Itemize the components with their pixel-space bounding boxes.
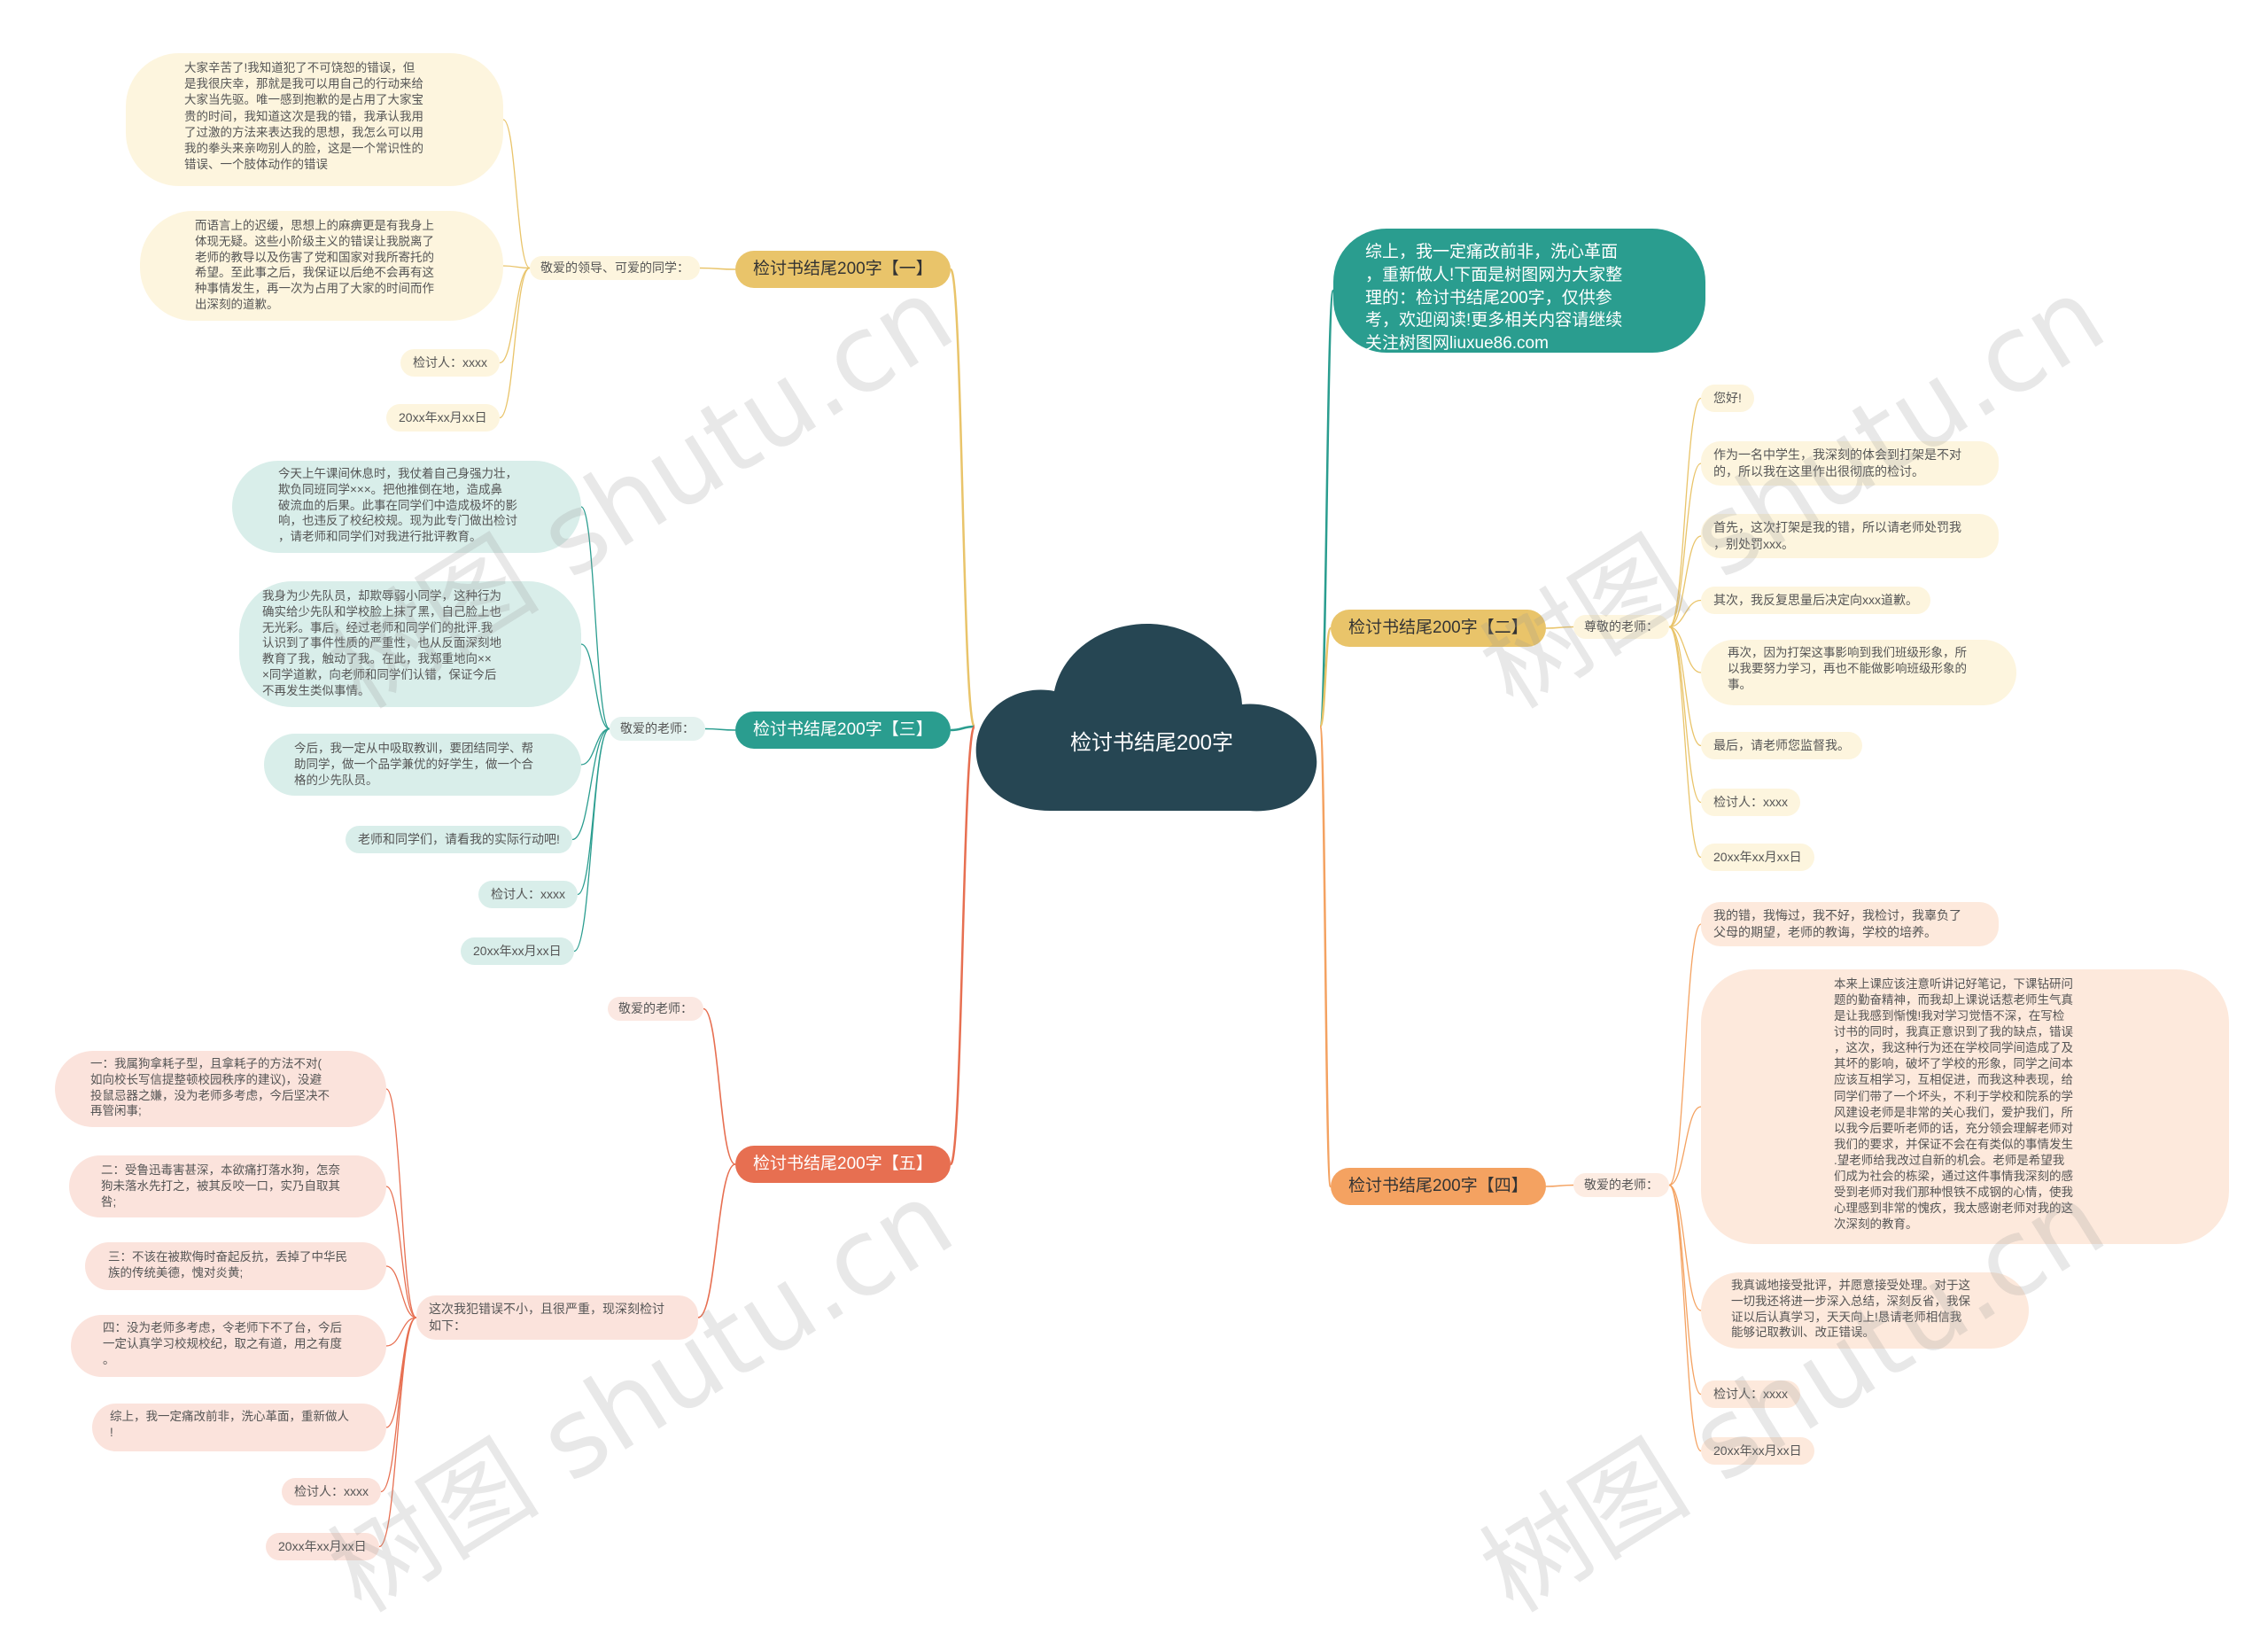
branch-4-title[interactable]: 检讨书结尾200字【四】 xyxy=(1331,1168,1546,1205)
branch-5-item-2[interactable]: 二：受鲁迅毒害甚深，本欲痛打落水狗，怎奈 狗未落水先打之，被其反咬一口，实乃自取… xyxy=(69,1155,386,1217)
connector-line xyxy=(1545,1184,1574,1187)
branch-5-item-3[interactable]: 三：不该在被欺侮时奋起反抗，丢掉了中华民 族的传统美德，愧对炎黄; xyxy=(85,1242,386,1290)
intro-bubble[interactable]: 综上，我一定痛改前非，洗心革面 ，重新做人!下面是树图网为大家整 理的：检讨书结… xyxy=(1333,229,1705,353)
branch-5-title[interactable]: 检讨书结尾200字【五】 xyxy=(735,1146,951,1183)
branch-4-item-1[interactable]: 我的错，我悔过，我不好，我检讨，我辜负了 父母的期望，老师的教诲，学校的培养。 xyxy=(1701,902,1999,946)
connector-line xyxy=(580,506,610,730)
connector-line xyxy=(697,1163,736,1318)
connector-line xyxy=(1668,1184,1702,1311)
connector-line xyxy=(1668,397,1702,628)
connector-line xyxy=(1318,626,1332,728)
connector-line xyxy=(502,265,531,269)
connector-line xyxy=(580,643,610,730)
connector-line xyxy=(1668,626,1702,859)
connector-line xyxy=(385,1317,417,1428)
connector-line xyxy=(1668,1184,1702,1452)
connector-line xyxy=(385,1317,417,1347)
branch-1-date[interactable]: 20xx年xx月xx日 xyxy=(386,404,500,432)
branch-3-item-3[interactable]: 今后，我一定从中吸取教训，要团结同学、帮 助同学，做一个品学兼优的好学生，做一个… xyxy=(264,734,581,796)
connector-line xyxy=(1668,626,1702,804)
branch-1-item-2[interactable]: 而语言上的迟缓，思想上的麻痹更是有我身上 体现无疑。这些小阶级主义的错误让我脱离… xyxy=(140,211,503,321)
branch-4-label[interactable]: 敬爱的老师： xyxy=(1573,1173,1669,1197)
branch-2-signer[interactable]: 检讨人：xxxx xyxy=(1701,789,1800,816)
center-cloud-icon[interactable] xyxy=(966,611,1329,824)
connector-line xyxy=(1668,923,1702,1186)
branch-2-item-1[interactable]: 您好! xyxy=(1701,385,1754,412)
connector-line xyxy=(499,267,531,364)
connector-line xyxy=(573,727,610,953)
branch-1-label[interactable]: 敬爱的领导、可爱的同学： xyxy=(530,256,700,280)
branch-2-item-3[interactable]: 首先，这次打架是我的错，所以请老师处罚我 ，别处罚xxx。 xyxy=(1701,514,1999,558)
connector-line xyxy=(1318,725,1332,1188)
branch-4-date[interactable]: 20xx年xx月xx日 xyxy=(1701,1437,1814,1465)
connector-line xyxy=(1668,626,1702,747)
branch-4-signer[interactable]: 检讨人：xxxx xyxy=(1701,1380,1800,1408)
branch-3-title[interactable]: 检讨书结尾200字【三】 xyxy=(735,712,951,749)
connector-line xyxy=(385,1088,417,1318)
branch-1-item-1[interactable]: 大家辛苦了!我知道犯了不可饶恕的错误，但 是我很庆幸，那就是我可以用自己的行动来… xyxy=(126,53,503,186)
connector-line xyxy=(499,267,531,419)
branch-3-signer[interactable]: 检讨人：xxxx xyxy=(478,881,578,908)
branch-2-title[interactable]: 检讨书结尾200字【二】 xyxy=(1331,610,1546,647)
branch-5-signer[interactable]: 检讨人：xxxx xyxy=(282,1478,381,1505)
connector-line xyxy=(1545,626,1574,629)
connector-line xyxy=(703,1007,736,1165)
connector-line xyxy=(502,119,531,269)
connector-line xyxy=(1668,626,1702,673)
connector-line xyxy=(1668,463,1702,628)
connector-line xyxy=(1318,289,1335,728)
branch-3-label[interactable]: 敬爱的老师： xyxy=(610,717,705,741)
branch-2-item-4[interactable]: 其次，我反复思量后决定向xxx道歉。 xyxy=(1701,587,1930,614)
center-title[interactable]: 检讨书结尾200字 xyxy=(1069,731,1234,755)
branch-2-label[interactable]: 尊敬的老师： xyxy=(1573,615,1669,639)
connector-line xyxy=(1668,1184,1702,1396)
connector-line xyxy=(1668,535,1702,628)
connector-line xyxy=(949,268,976,728)
branch-3-item-1[interactable]: 今天上午课间休息时，我仗着自己身强力壮， 欺负同班同学×××。把他推倒在地，造成… xyxy=(232,461,581,553)
branch-5-date[interactable]: 20xx年xx月xx日 xyxy=(266,1533,379,1560)
mindmap-canvas: 检讨书结尾200字 综上，我一定痛改前非，洗心革面 ，重新做人!下面是树图网为大… xyxy=(55,53,2229,1637)
branch-2-item-2[interactable]: 作为一名中学生，我深刻的体会到打架是不对 的，所以我在这里作出很彻底的检讨。 xyxy=(1701,441,1999,486)
branch-4-item-3[interactable]: 我真诚地接受批评，并愿意接受处理。对于这 一切我还将进一步深入总结，深刻反省，我… xyxy=(1701,1272,2029,1349)
center-cloud-shape xyxy=(975,624,1317,812)
connector-line xyxy=(385,1186,417,1318)
branch-2-date[interactable]: 20xx年xx月xx日 xyxy=(1701,844,1814,871)
connector-line xyxy=(1668,599,1702,628)
connector-line xyxy=(1668,1106,1702,1186)
branch-5-item-5[interactable]: 综上，我一定痛改前非，洗心革面，重新做人 ! xyxy=(92,1404,386,1451)
branch-5-sublabel[interactable]: 这次我犯错误不小，且很严重，现深刻检讨 如下： xyxy=(416,1295,698,1340)
branch-1-signer[interactable]: 检讨人：xxxx xyxy=(400,349,500,377)
branch-5-item-4[interactable]: 四：没为老师多考虑，令老师下不了台，今后 一定认真学习校规校纪，取之有道，用之有… xyxy=(71,1315,386,1377)
connector-lines xyxy=(378,119,1702,1548)
connector-line xyxy=(385,1265,417,1318)
branch-2-item-5[interactable]: 再次，因为打架这事影响到我们班级形象，所 以我要努力学习，再也不能做影响班级形象… xyxy=(1701,640,2016,705)
branch-5-item-1[interactable]: 一：我属狗拿耗子型，且拿耗子的方法不对( 如向校长写信提整顿校园秩序的建议)，没… xyxy=(55,1051,386,1127)
branch-3-item-4[interactable]: 老师和同学们，请看我的实际行动吧! xyxy=(346,826,572,853)
connector-line xyxy=(378,1317,417,1548)
connector-line xyxy=(949,725,976,1166)
branch-2-item-6[interactable]: 最后，请老师您监督我。 xyxy=(1701,732,1862,759)
branch-1-title[interactable]: 检讨书结尾200字【一】 xyxy=(735,251,951,288)
connector-line xyxy=(704,727,736,731)
branch-4-item-2[interactable]: 本来上课应该注意听讲记好笔记，下课钻研问 题的勤奋精神，而我却上课说话惹老师生气… xyxy=(1701,969,2229,1244)
connector-line xyxy=(571,727,610,841)
branch-5-label[interactable]: 敬爱的老师： xyxy=(608,997,703,1021)
branch-3-date[interactable]: 20xx年xx月xx日 xyxy=(461,937,574,965)
connector-line xyxy=(950,725,975,732)
branch-3-item-2[interactable]: 我身为少先队员，却欺辱弱小同学，这种行为 确实给少先队和学校脸上抹了黑，自己脸上… xyxy=(239,581,581,707)
connector-line xyxy=(699,267,736,270)
